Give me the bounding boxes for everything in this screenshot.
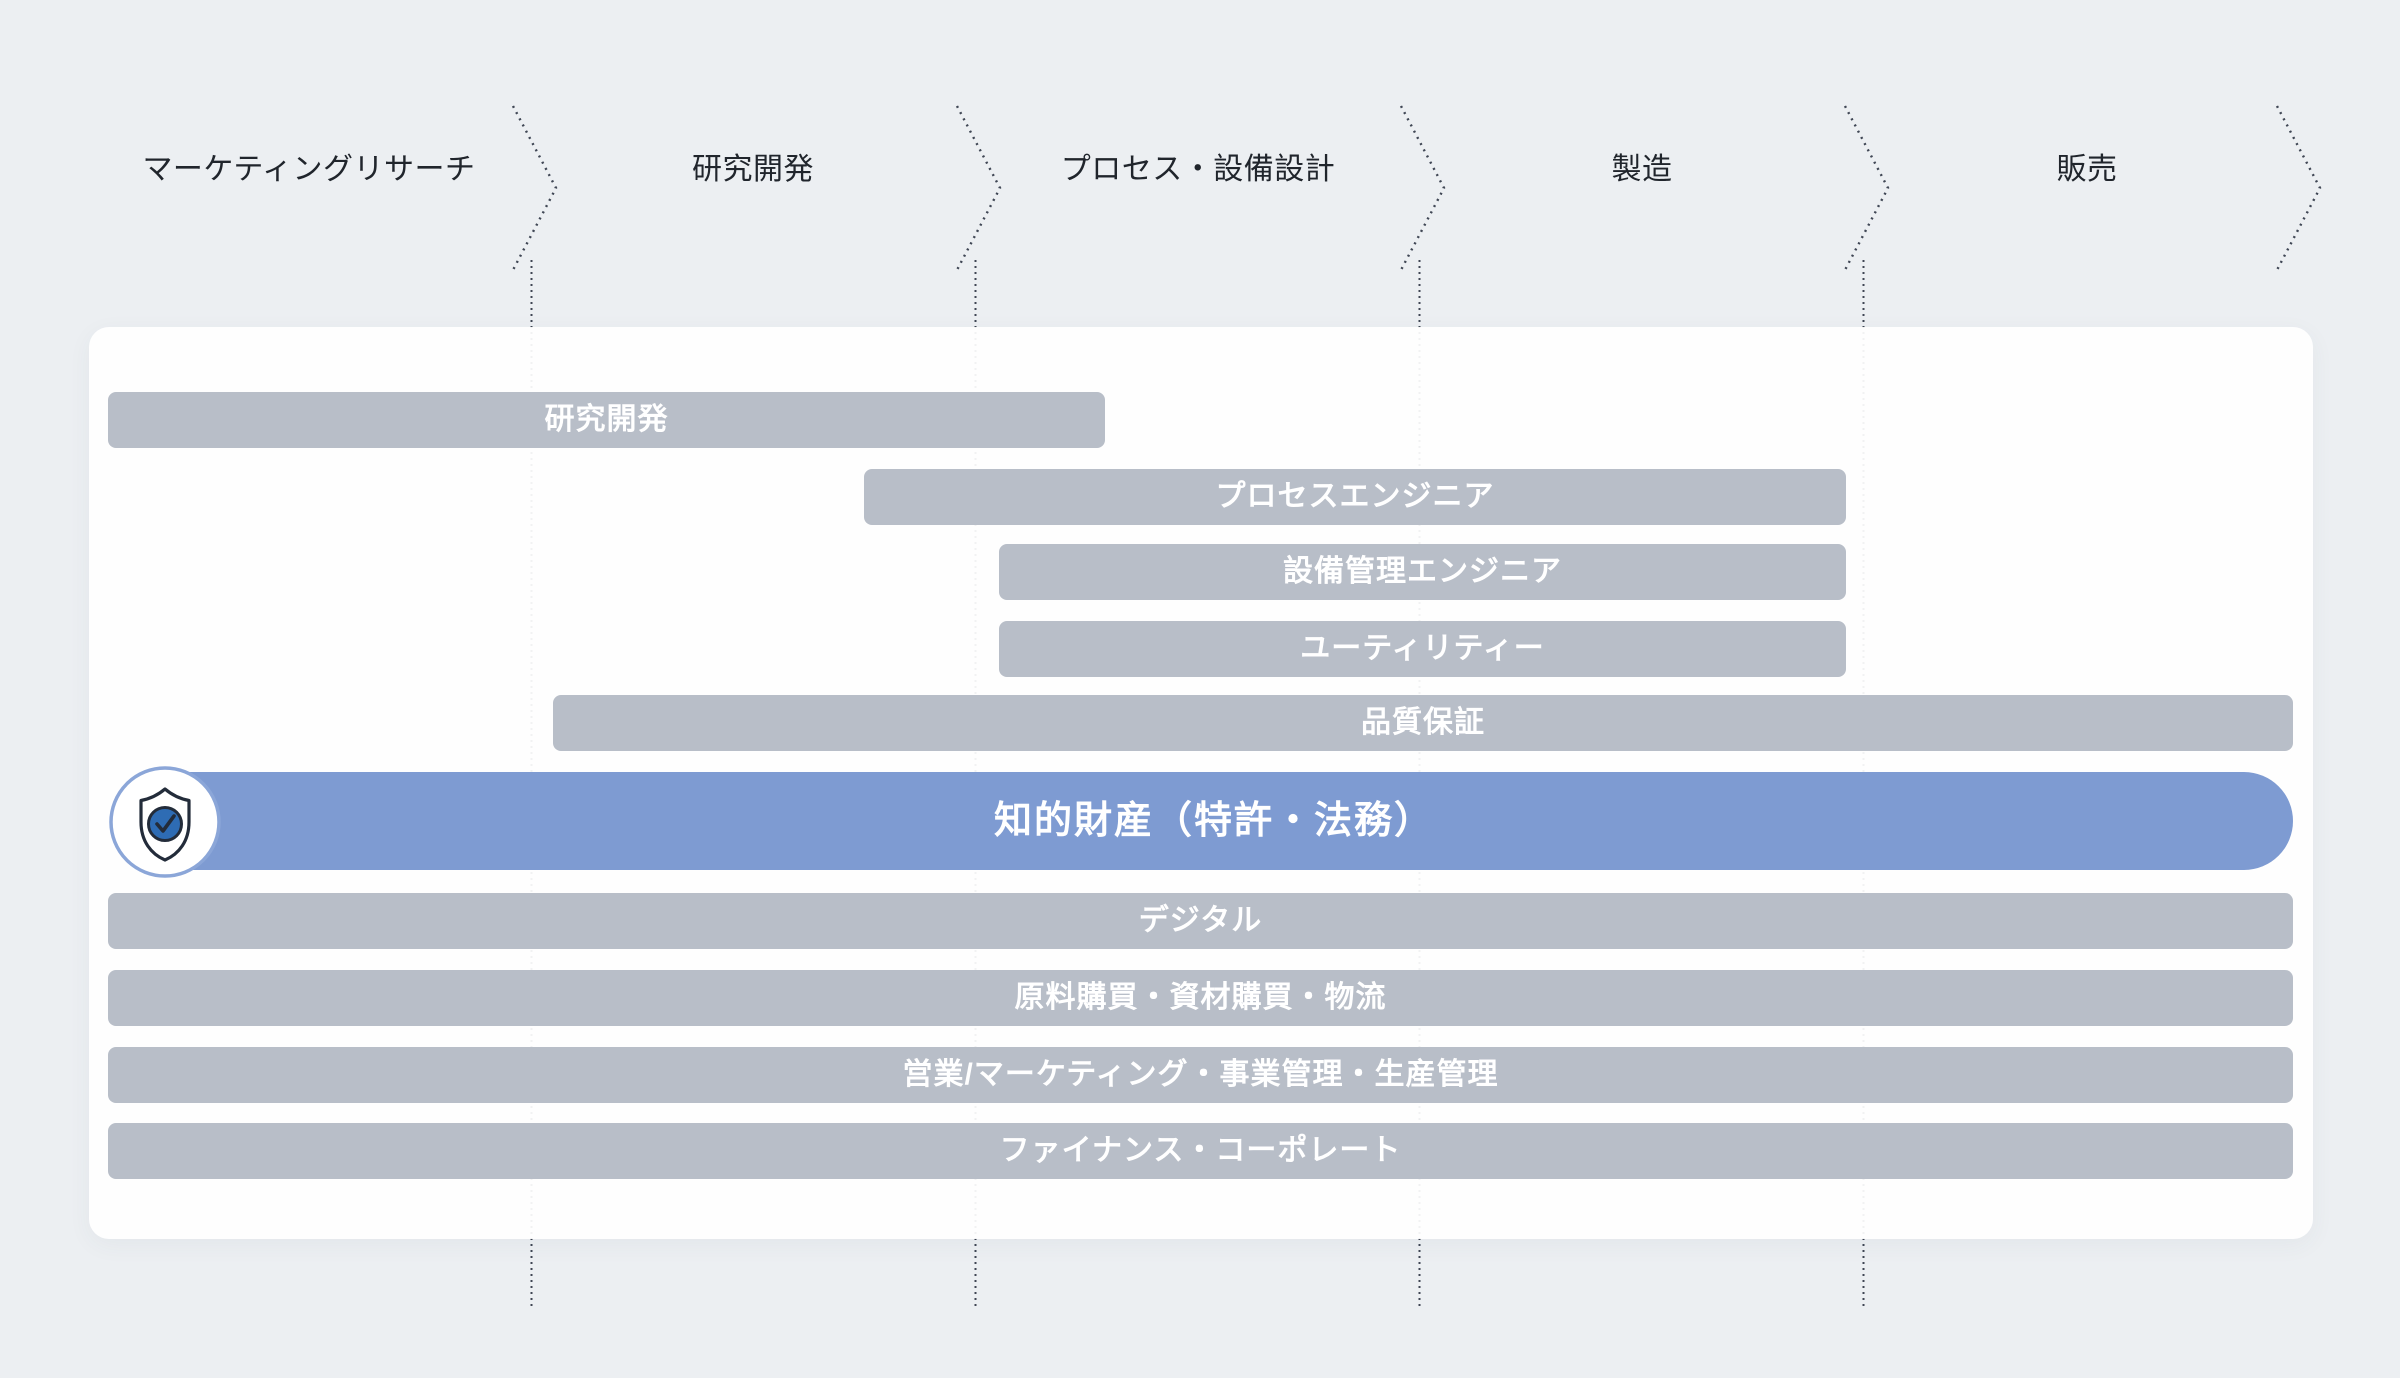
function-bar-procurement-logistics: 原料購買・資材購買・物流 [108, 970, 2293, 1026]
process-map-card: 研究開発 プロセスエンジニア 設備管理エンジニア ユーティリティー 品質保証 知… [89, 327, 2313, 1239]
function-bar-digital: デジタル [108, 893, 2293, 949]
chevron-right-icon [511, 105, 558, 271]
function-bar-quality-assurance: 品質保証 [553, 695, 2293, 751]
function-bar-utility: ユーティリティー [999, 621, 1846, 677]
chevron-right-icon [1399, 105, 1446, 271]
stage-label-rnd: 研究開発 [692, 153, 814, 186]
function-bar-facility-engineer: 設備管理エンジニア [999, 544, 1846, 600]
chevron-right-icon [955, 105, 1002, 271]
shield-check-icon [139, 787, 191, 862]
chevron-right-icon [1843, 105, 1890, 271]
stage-label-marketing-research: マーケティングリサーチ [142, 153, 476, 186]
shield-badge [109, 766, 221, 878]
stage-label-manufacturing: 製造 [1611, 153, 1673, 186]
stage-label-process-design: プロセス・設備設計 [1060, 153, 1336, 186]
function-bar-rnd: 研究開発 [108, 392, 1105, 448]
function-bar-finance-corporate: ファイナンス・コーポレート [108, 1123, 2293, 1179]
function-bar-intellectual-property: 知的財産（特許・法務） [135, 772, 2293, 870]
stage-label-sales: 販売 [2056, 153, 2118, 186]
chevron-right-icon [2275, 105, 2322, 271]
function-bar-process-engineer: プロセスエンジニア [864, 469, 1846, 525]
function-bar-sales-marketing-mgmt: 営業/マーケティング・事業管理・生産管理 [108, 1047, 2293, 1103]
